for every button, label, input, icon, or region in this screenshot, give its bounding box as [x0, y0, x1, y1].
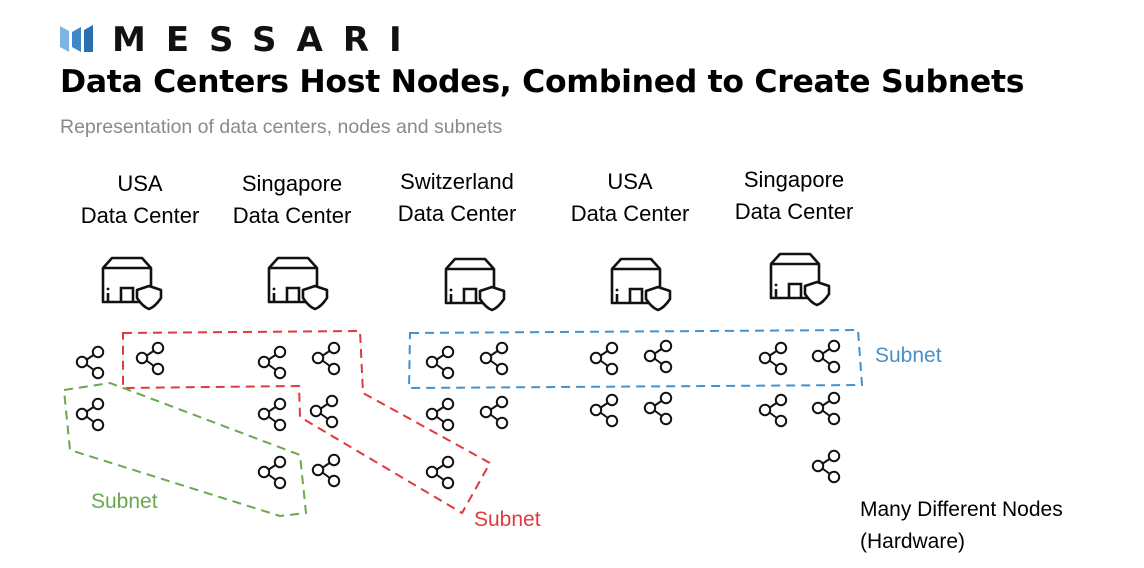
data-center-building-icon	[769, 252, 831, 307]
subnet-outline-green	[62, 381, 308, 518]
share-node-icon	[309, 394, 339, 429]
messari-logo-icon	[60, 25, 93, 52]
data-center-building-icon	[444, 257, 506, 312]
data-center-building-icon	[610, 257, 672, 312]
subnet-label-green: Subnet	[91, 490, 158, 513]
share-node-icon	[425, 345, 455, 380]
share-node-icon	[425, 455, 455, 490]
share-node-icon	[311, 453, 341, 488]
data-center-building-icon	[267, 256, 329, 311]
share-node-icon	[589, 393, 619, 428]
nodes-note: Many Different Nodes(Hardware)	[860, 498, 1063, 553]
share-node-icon	[589, 341, 619, 376]
page-title: Data Centers Host Nodes, Combined to Cre…	[60, 64, 1025, 100]
share-node-icon	[758, 341, 788, 376]
subnet-label-blue: Subnet	[875, 344, 942, 367]
share-node-icon	[75, 397, 105, 432]
share-node-icon	[643, 391, 673, 426]
share-node-icon	[479, 341, 509, 376]
share-node-icon	[758, 393, 788, 428]
share-node-icon	[425, 397, 455, 432]
share-node-icon	[257, 345, 287, 380]
share-node-icon	[479, 395, 509, 430]
data-center-building-icon	[101, 256, 163, 311]
share-node-icon	[75, 345, 105, 380]
share-node-icon	[257, 397, 287, 432]
messari-logo: MESSARI	[60, 20, 402, 60]
share-node-icon	[811, 339, 841, 374]
subnet-outline-blue	[407, 328, 864, 390]
share-node-icon	[135, 341, 165, 376]
share-node-icon	[811, 449, 841, 484]
share-node-icon	[311, 341, 341, 376]
share-node-icon	[643, 339, 673, 374]
brand-name: MESSARI	[112, 20, 422, 60]
share-node-icon	[257, 455, 287, 490]
share-node-icon	[811, 391, 841, 426]
subnet-label-red: Subnet	[474, 508, 541, 531]
page-subtitle: Representation of data centers, nodes an…	[60, 116, 503, 138]
subnet-outline-red	[122, 329, 492, 515]
